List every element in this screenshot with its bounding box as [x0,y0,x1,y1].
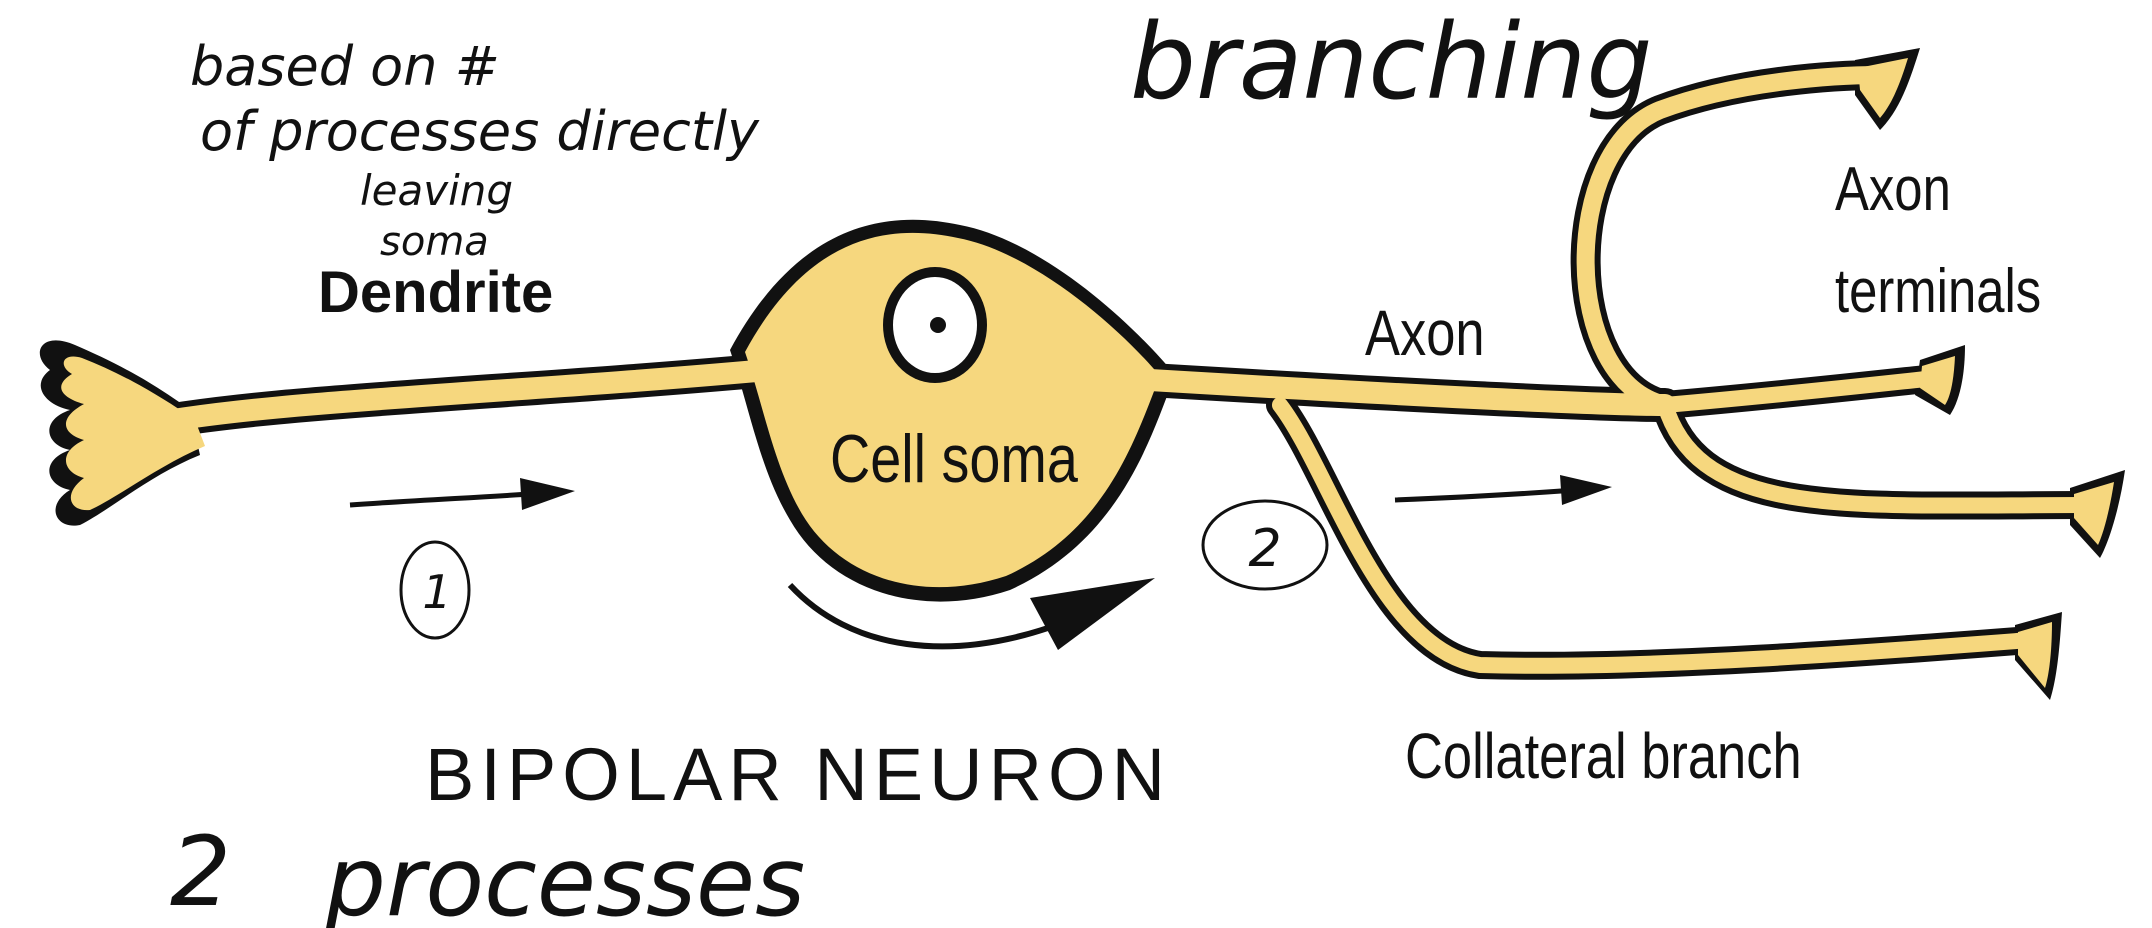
axon-terminals-label-line1: Axon [1835,155,1951,224]
circled-one-text: 1 [422,565,451,619]
arrow-right-icon [1394,475,1612,505]
terminal-bulb-lower [2074,482,2114,545]
terminal-bulb-collateral [2018,622,2052,688]
branching-note: branching [1130,1,1652,123]
dendrite-fan [61,356,205,511]
circled-number-two: 2 [1201,499,1329,591]
note-line-1: based on # [190,35,500,98]
axon-terminals-label-line2: terminals [1835,257,2041,326]
nucleolus [930,317,946,333]
cell-soma-label: Cell soma [830,422,1078,497]
note-line-4: soma [380,219,489,265]
note-line-3: leaving [360,166,513,215]
note-line-2: of processes directly [200,100,760,163]
terminal-bulb-middle [1920,356,1955,405]
nucleus [883,267,987,383]
axon-label: Axon [1365,298,1485,369]
soma-body [745,232,1160,588]
processes-word-note: processes [324,826,805,928]
terminal-bulb-top [1858,58,1908,118]
processes-count-note: 2 [170,816,231,928]
collateral-branch-label: Collateral branch [1405,721,1802,792]
circled-number-one: 1 [399,540,471,640]
dendrite-label: Dendrite [318,260,553,325]
arrow-right-icon [349,478,575,510]
curved-arrow-icon [787,578,1155,650]
diagram-title: BIPOLAR NEURON [425,733,1171,816]
circled-two-text: 2 [1248,519,1281,579]
